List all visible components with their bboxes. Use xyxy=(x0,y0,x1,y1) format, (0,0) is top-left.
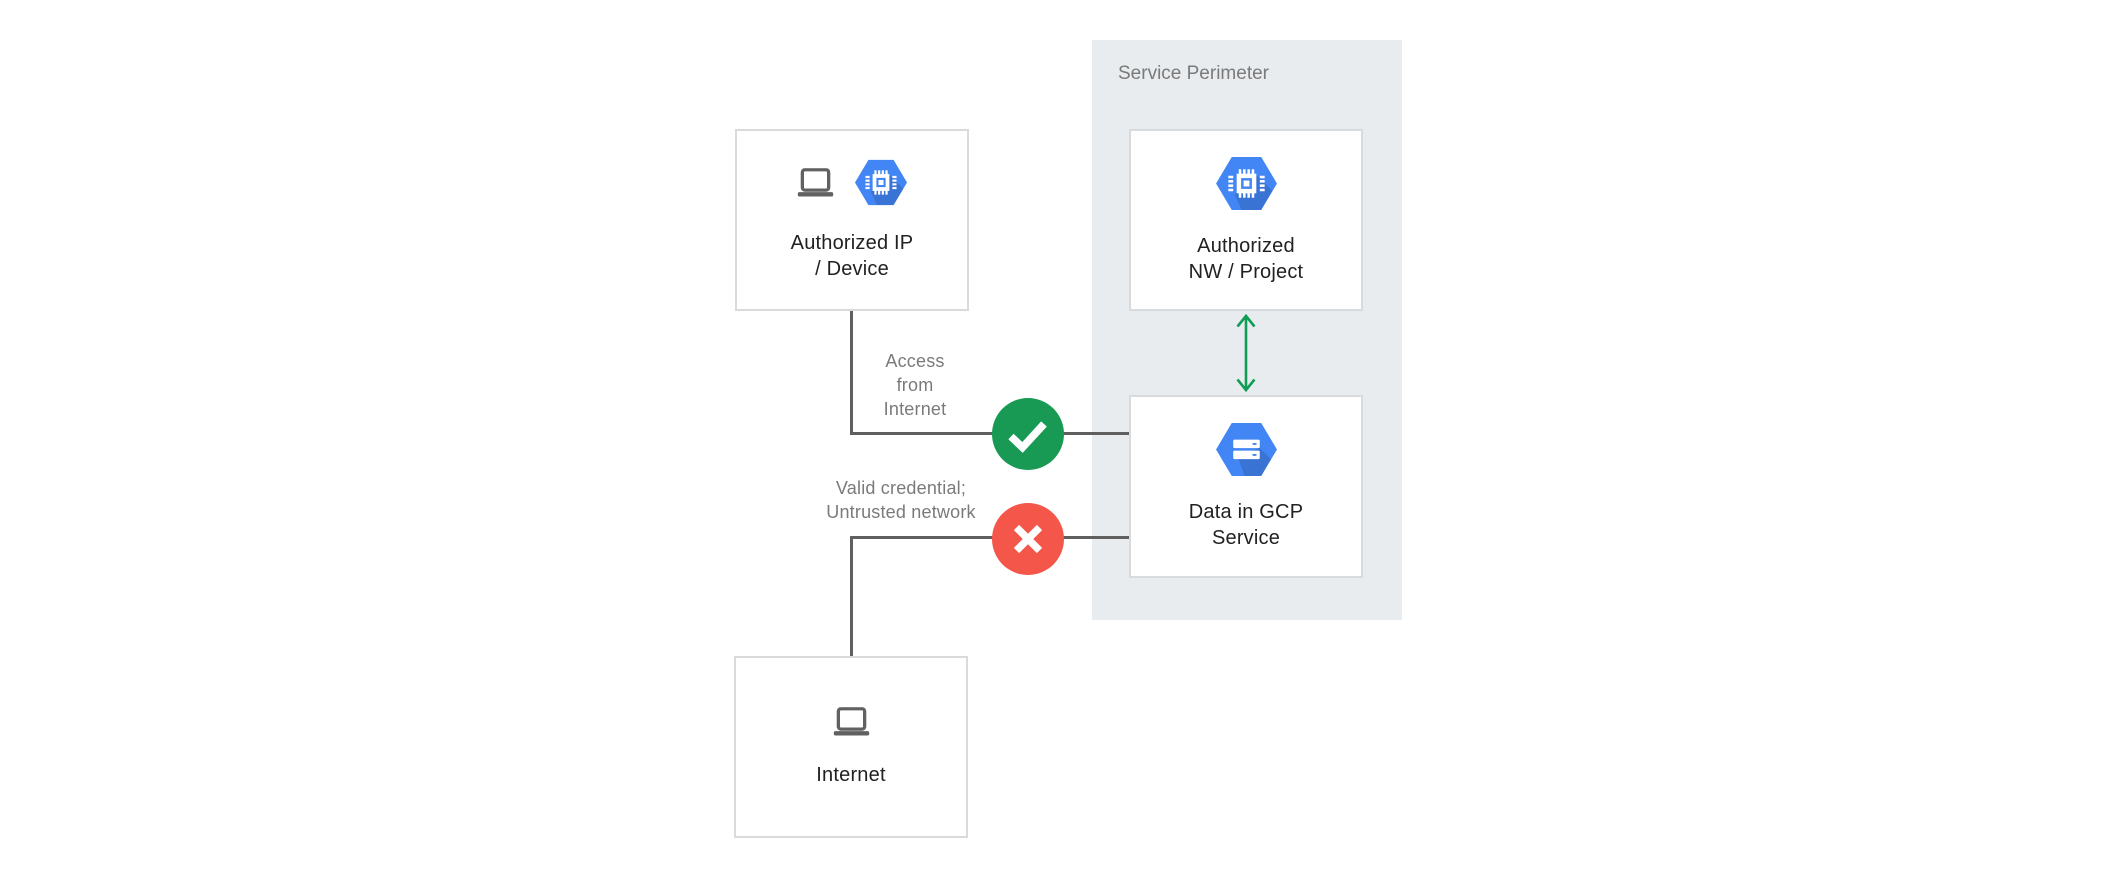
connector-authip-down-line xyxy=(850,311,853,433)
compute-engine-hexagon-icon xyxy=(1215,156,1278,211)
node-label-line: Authorized xyxy=(1197,234,1295,257)
node-icon-row xyxy=(833,707,870,736)
node-icon-row xyxy=(1215,422,1278,477)
laptop-icon xyxy=(833,707,870,736)
note-line: from xyxy=(896,375,934,395)
note-line: Access xyxy=(885,351,945,371)
node-label-line: / Device xyxy=(815,257,889,280)
x-icon xyxy=(1013,524,1043,554)
node-label-line: Service xyxy=(1211,527,1281,549)
node-label: Data in GCP Service xyxy=(1189,499,1303,551)
service-perimeter-label: Service Perimeter xyxy=(1118,63,1269,84)
node-authorized-nw-project: Authorized NW / Project xyxy=(1129,129,1363,311)
denied-badge xyxy=(992,503,1064,575)
node-label-line: NW / Project xyxy=(1188,260,1304,283)
connector-untrusted-horizontal-line xyxy=(850,536,1130,539)
connector-internet-up-line xyxy=(850,537,853,657)
check-icon xyxy=(1008,421,1047,453)
double-arrow-icon xyxy=(1236,313,1256,393)
node-label: Internet xyxy=(816,762,885,788)
valid-credential-label: Valid credential; Untrusted network xyxy=(790,476,1012,524)
connector-access-horizontal-line xyxy=(850,432,1130,435)
node-authorized-ip-device: Authorized IP / Device xyxy=(735,129,969,311)
note-line: Valid credential; xyxy=(835,478,967,498)
laptop-icon xyxy=(797,168,834,197)
node-label-line: Data in GCP xyxy=(1188,501,1304,523)
allowed-badge xyxy=(992,398,1064,470)
node-icon-row xyxy=(1215,156,1278,211)
node-label: Authorized IP / Device xyxy=(791,230,914,282)
note-line: Internet xyxy=(883,399,947,419)
node-icon-row xyxy=(797,159,908,206)
note-line: Untrusted network xyxy=(826,502,976,522)
node-internet: Internet xyxy=(734,656,968,838)
node-data-in-gcp-service: Data in GCP Service xyxy=(1129,395,1363,578)
compute-engine-hexagon-icon xyxy=(854,159,908,206)
storage-hexagon-icon xyxy=(1215,422,1278,477)
node-label: Authorized NW / Project xyxy=(1189,233,1304,285)
node-label-line: Authorized IP xyxy=(790,231,914,254)
node-label-line: Internet xyxy=(816,763,886,786)
access-from-internet-label: Access from Internet xyxy=(852,349,978,421)
